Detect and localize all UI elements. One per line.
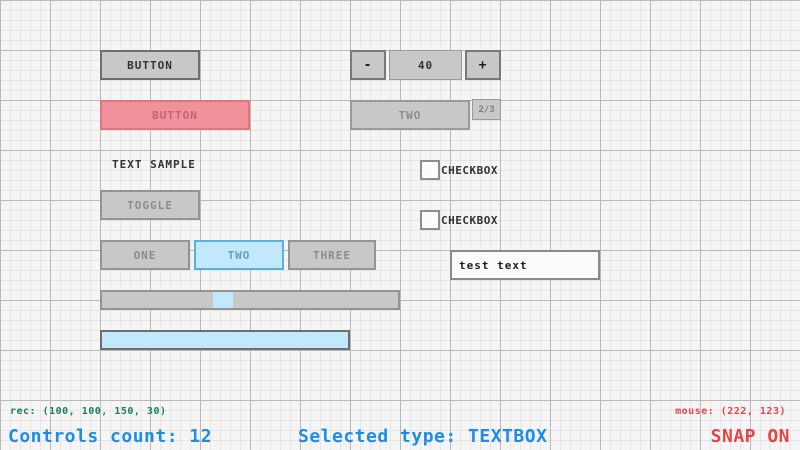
toggle-button[interactable]: TOGGLE bbox=[100, 190, 200, 220]
tab-three[interactable]: THREE bbox=[288, 240, 376, 270]
button-normal[interactable]: BUTTON bbox=[100, 50, 200, 80]
status-snap-indicator: SNAP ON bbox=[710, 426, 790, 447]
spinner-value[interactable]: 40 bbox=[389, 50, 462, 80]
slider-track[interactable] bbox=[100, 290, 400, 310]
status-selected-rect: rec: (100, 100, 150, 30) bbox=[10, 406, 167, 417]
button-pink[interactable]: BUTTON bbox=[100, 100, 250, 130]
tab-two-selected[interactable]: TWO bbox=[194, 240, 284, 270]
dropdown[interactable]: TWO bbox=[350, 100, 470, 130]
checkbox-1-label: CHECKBOX bbox=[441, 163, 498, 177]
spinner-plus-button[interactable]: + bbox=[465, 50, 501, 80]
checkbox-1-box[interactable] bbox=[420, 160, 440, 180]
text-sample-label: TEXT SAMPLE bbox=[112, 157, 196, 171]
checkbox-2-label: CHECKBOX bbox=[441, 213, 498, 227]
spinner-minus-button[interactable]: - bbox=[350, 50, 386, 80]
status-mouse-coords: mouse: (222, 123) bbox=[675, 406, 786, 417]
status-controls-count: Controls count: 12 bbox=[8, 426, 213, 447]
text-input[interactable]: test text bbox=[450, 250, 600, 280]
checkbox-2-box[interactable] bbox=[420, 210, 440, 230]
status-selected-type: Selected type: TEXTBOX bbox=[298, 426, 548, 447]
slider-handle[interactable] bbox=[213, 292, 233, 308]
tab-one[interactable]: ONE bbox=[100, 240, 190, 270]
dropdown-page-badge: 2/3 bbox=[472, 99, 501, 120]
progress-bar[interactable] bbox=[100, 330, 350, 350]
